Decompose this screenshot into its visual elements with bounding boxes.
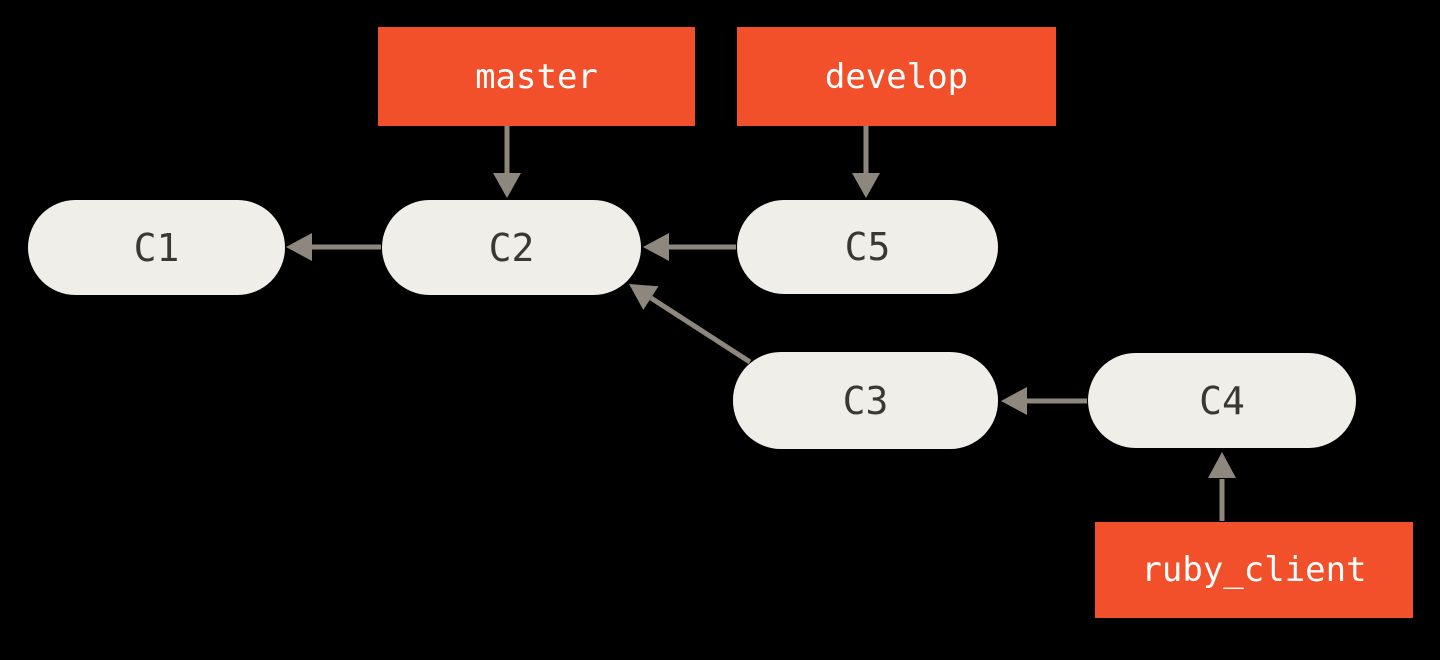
- arrow-c3-to-c2: [629, 284, 752, 365]
- arrow-develop-to-c5: [852, 126, 880, 198]
- commit-node-c3-text: C3: [842, 378, 889, 423]
- branch-label-develop: develop: [737, 27, 1056, 126]
- arrow-c4-to-c3: [1001, 387, 1087, 415]
- branch-label-ruby-client: ruby_client: [1095, 522, 1413, 618]
- commit-node-c1-text: C1: [133, 225, 180, 270]
- commit-node-c5-text: C5: [844, 225, 891, 269]
- branch-label-develop-text: develop: [824, 56, 969, 97]
- arrow-c2-to-c1: [286, 233, 381, 261]
- branch-label-master-text: master: [475, 56, 598, 97]
- arrow-ruby-client-to-c4: [1208, 452, 1236, 521]
- commit-node-c3: C3: [733, 352, 998, 449]
- commit-node-c2-text: C2: [488, 225, 535, 270]
- commit-node-c4-text: C4: [1199, 378, 1245, 423]
- arrow-master-to-c2: [493, 126, 521, 198]
- commit-node-c4: C4: [1088, 353, 1356, 448]
- commit-node-c5: C5: [737, 200, 998, 294]
- branch-label-master: master: [378, 27, 695, 126]
- commit-node-c2: C2: [382, 200, 641, 295]
- commit-node-c1: C1: [28, 200, 285, 295]
- branch-label-ruby-client-text: ruby_client: [1141, 550, 1367, 590]
- arrow-c5-to-c2: [643, 233, 736, 261]
